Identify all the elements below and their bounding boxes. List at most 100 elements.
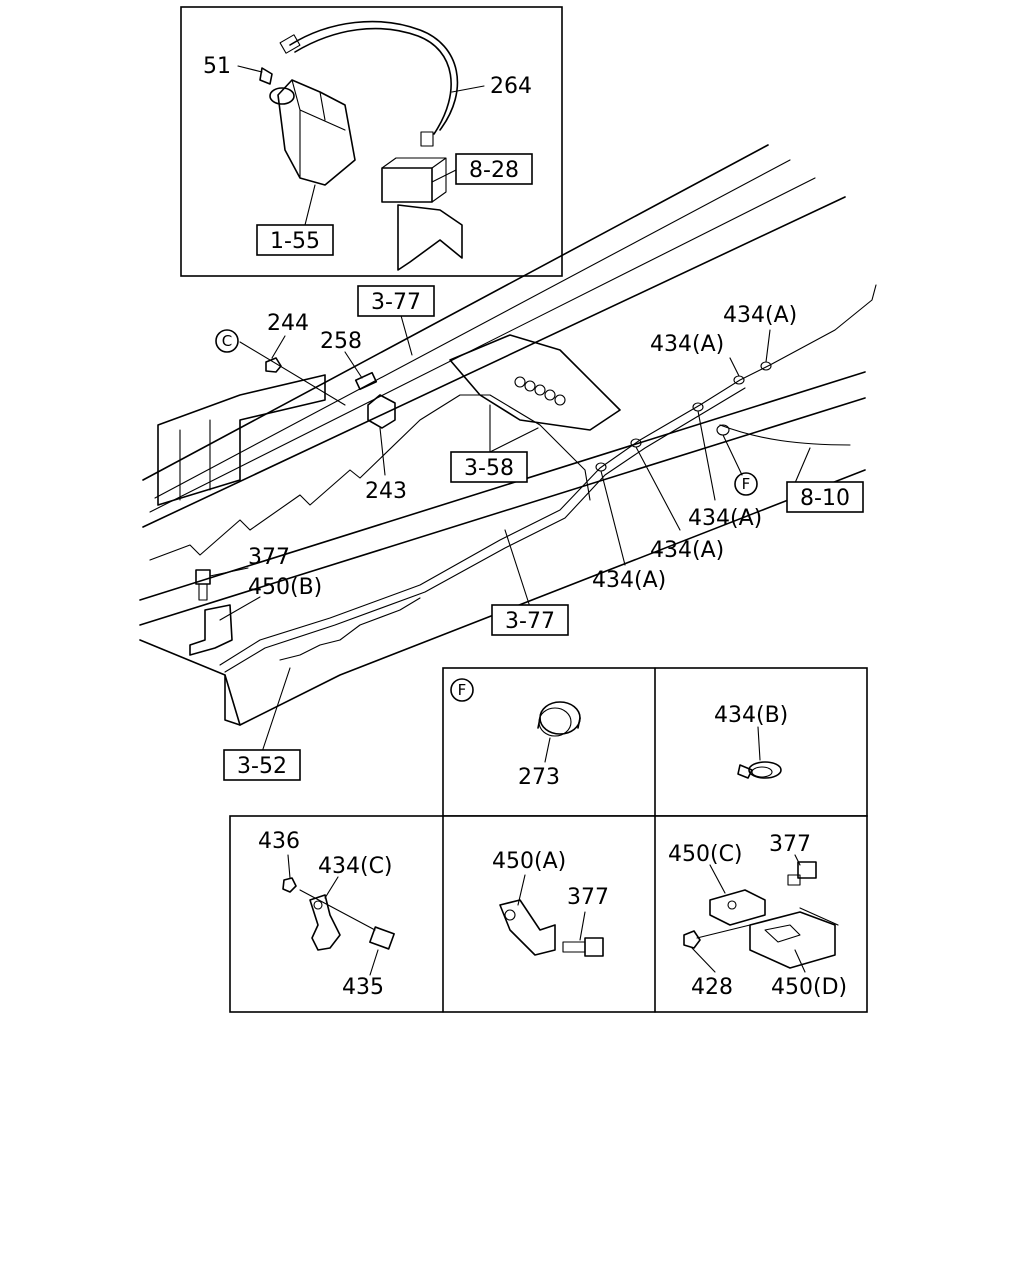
label-434a-5: 434(A) — [592, 568, 666, 593]
callout-c: C — [215, 329, 239, 353]
leader-377-detail-a — [579, 911, 586, 941]
cross-member-left — [157, 374, 326, 506]
leader-450d — [794, 949, 806, 973]
label-450b: 450(B) — [248, 575, 322, 600]
label-450c: 450(C) — [668, 842, 743, 867]
ref-1-55: 1-55 — [256, 224, 334, 256]
ref-3-77-bottom: 3-77 — [491, 604, 569, 636]
clip-434c — [309, 894, 341, 951]
front-rail-end — [224, 674, 241, 726]
hose-264 — [289, 20, 459, 131]
leader-377 — [209, 567, 249, 577]
callout-f-main-text: F — [742, 475, 751, 493]
brake-pipe-rear — [149, 394, 591, 561]
ref-8-28-text: 8-28 — [469, 158, 519, 183]
label-434c: 434(C) — [318, 854, 393, 879]
callout-f-panel-text: F — [458, 681, 467, 699]
front-rail-mid — [139, 397, 866, 626]
leader-244 — [271, 335, 286, 359]
bolt-435 — [369, 926, 395, 950]
rail-inner-line-2 — [149, 177, 816, 513]
callout-f-panel: F — [450, 678, 474, 702]
ref-3-52-text: 3-52 — [237, 754, 287, 779]
bolt-377-detail-c-shank — [787, 874, 801, 886]
leader-c — [239, 341, 346, 406]
label-243: 243 — [365, 479, 407, 504]
bolt-377-shank — [198, 583, 208, 601]
ref-1-55-text: 1-55 — [270, 229, 320, 254]
grommet-273 — [537, 701, 581, 737]
detail-panels-group — [229, 667, 868, 1013]
nut-428-axis — [696, 924, 751, 939]
circled-callouts: C F F — [215, 329, 758, 702]
valve-bracket — [397, 204, 463, 271]
label-377-detail-c: 377 — [769, 832, 811, 857]
label-377-detail-a: 377 — [567, 885, 609, 910]
bracket-450d-slot — [764, 924, 801, 943]
label-264: 264 — [490, 74, 532, 99]
cross-member-holes — [514, 376, 566, 406]
leader-434a-1 — [765, 329, 771, 363]
fitting-51 — [259, 67, 273, 85]
label-434a-3: 434(A) — [688, 506, 762, 531]
reference-boxes: 1-55 8-28 3-77 3-58 8-10 3-77 3-52 — [223, 153, 864, 781]
label-434a-2: 434(A) — [650, 332, 724, 357]
leader-434a-5 — [600, 470, 626, 566]
hose-fitting-bottom — [420, 131, 434, 147]
hose-264-inner — [294, 27, 452, 135]
leader-436 — [287, 854, 291, 879]
leader-3-52 — [261, 667, 291, 753]
leader-258 — [344, 351, 363, 379]
bracket-450a-hole — [504, 909, 516, 921]
label-436: 436 — [258, 829, 300, 854]
ref-8-28: 8-28 — [455, 153, 533, 185]
label-434a-4: 434(A) — [650, 538, 724, 563]
callout-f-main: F — [734, 472, 758, 496]
reservoir-tank-edges — [291, 79, 346, 179]
callout-c-text: C — [222, 332, 232, 350]
bolt-377-detail-c — [797, 861, 817, 879]
leader-f — [722, 434, 743, 476]
brake-pipe-lower — [279, 597, 421, 661]
ref-8-10-text: 8-10 — [800, 486, 850, 511]
front-rail-top — [139, 371, 866, 601]
bracket-450c — [709, 889, 766, 926]
inset-frame — [180, 6, 563, 277]
clip-434c-axis — [299, 889, 376, 931]
ref-3-77-top: 3-77 — [357, 285, 435, 317]
valve-body-edges — [381, 157, 447, 203]
ref-3-77-top-text: 3-77 — [371, 290, 421, 315]
leader-428 — [691, 947, 716, 973]
leader-434b — [757, 726, 761, 761]
label-450a: 450(A) — [492, 849, 566, 874]
clip-434b — [737, 761, 782, 779]
bracket-450b — [189, 604, 233, 656]
nut-428 — [683, 930, 701, 949]
ref-3-58-text: 3-58 — [464, 456, 514, 481]
bracket-450a — [499, 899, 556, 956]
reservoir-cap — [269, 87, 295, 105]
label-377-main: 377 — [248, 545, 290, 570]
label-273: 273 — [518, 765, 560, 790]
rail-inner-line — [154, 159, 791, 499]
rail-bottom-edge — [142, 196, 846, 528]
leader-3-77-bottom — [504, 529, 531, 608]
label-51: 51 — [203, 54, 231, 79]
ref-3-77-bottom-text: 3-77 — [505, 609, 555, 634]
leader-243 — [379, 427, 386, 476]
label-258: 258 — [320, 329, 362, 354]
reservoir-tank — [277, 79, 356, 186]
cross-member-left-detail — [179, 419, 211, 501]
brake-hose-8-10 — [719, 424, 851, 446]
nut-436 — [282, 877, 297, 893]
bracket-450d — [749, 911, 836, 969]
brake-pipe-front-2 — [224, 387, 746, 673]
ref-3-52: 3-52 — [223, 749, 301, 781]
leader-434a-3 — [697, 410, 716, 501]
leader-51 — [237, 65, 263, 73]
leader-434c — [324, 876, 339, 899]
valve-body — [381, 167, 433, 203]
leader-377-detail-c — [794, 854, 801, 866]
bolt-377-axis — [799, 907, 839, 926]
